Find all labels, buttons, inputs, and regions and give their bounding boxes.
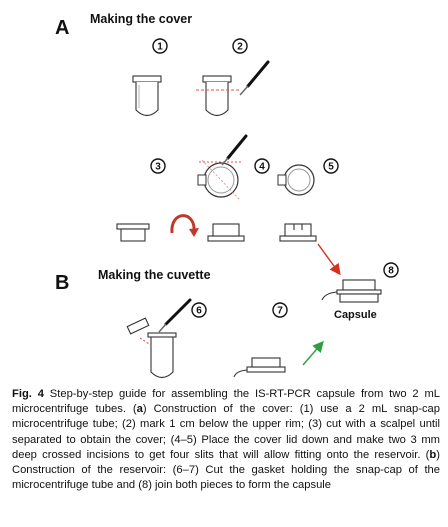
scalpel-icon [221,134,248,166]
flip-arrow-head [189,228,199,237]
scalpel-icon [158,298,192,333]
step-2-badge: 2 [232,38,248,54]
panel-b-letter: B [55,272,69,294]
step-3-number: 3 [155,162,161,173]
step-5-badge: 5 [323,158,339,174]
panel-a-title: Making the cover [90,12,192,26]
step-7-badge: 7 [272,302,288,318]
cover-side-view [116,223,150,242]
panel-b-title: Making the cuvette [98,268,211,282]
step-2-number: 2 [237,42,243,53]
cover-slit-side-view [279,223,317,242]
flip-arrow-icon [170,214,196,234]
arrow-to-capsule [317,243,341,276]
step-3-badge: 3 [150,158,166,174]
caption-a-label: a [136,403,143,416]
caption-b-label: b [429,448,437,461]
figure-caption: Fig. 4 Step-by-step guide for assembling… [12,387,440,493]
caption-a-text: ) Construction of the cover: (1) use a 2… [12,403,440,461]
step-1-badge: 1 [152,38,168,54]
scalpel-icon [239,60,270,96]
tube-top-view-cutting [197,159,243,201]
step-6-badge: 6 [191,302,207,318]
arrow-to-capsule-green [302,340,324,366]
cover-flipped-side-view [207,223,245,242]
caption-intro: Step-by-step guide for assembling the IS… [12,388,441,416]
caption-figure-label: Fig. 4 [12,388,44,400]
caption-b-text: ) Construction of the reservoir: (6–7) C… [12,448,440,492]
step-5-number: 5 [328,162,334,173]
step-4-number: 4 [259,162,265,173]
tube-illustration [132,75,162,117]
capsule-label: Capsule [334,309,377,321]
marked-tube-illustration [196,75,240,117]
reservoir-illustration [233,357,286,378]
step-8-badge: 8 [383,262,399,278]
cover-top-view [277,164,315,196]
tube-open-cap-illustration [126,317,177,379]
step-6-number: 6 [196,306,202,317]
step-7-number: 7 [277,306,283,317]
assembly-figure: A Making the cover 1 2 3 [55,12,399,379]
step-8-number: 8 [388,266,394,277]
capsule-illustration [321,279,382,303]
step-1-number: 1 [157,42,163,53]
step-4-badge: 4 [254,158,270,174]
panel-a-letter: A [55,17,69,39]
